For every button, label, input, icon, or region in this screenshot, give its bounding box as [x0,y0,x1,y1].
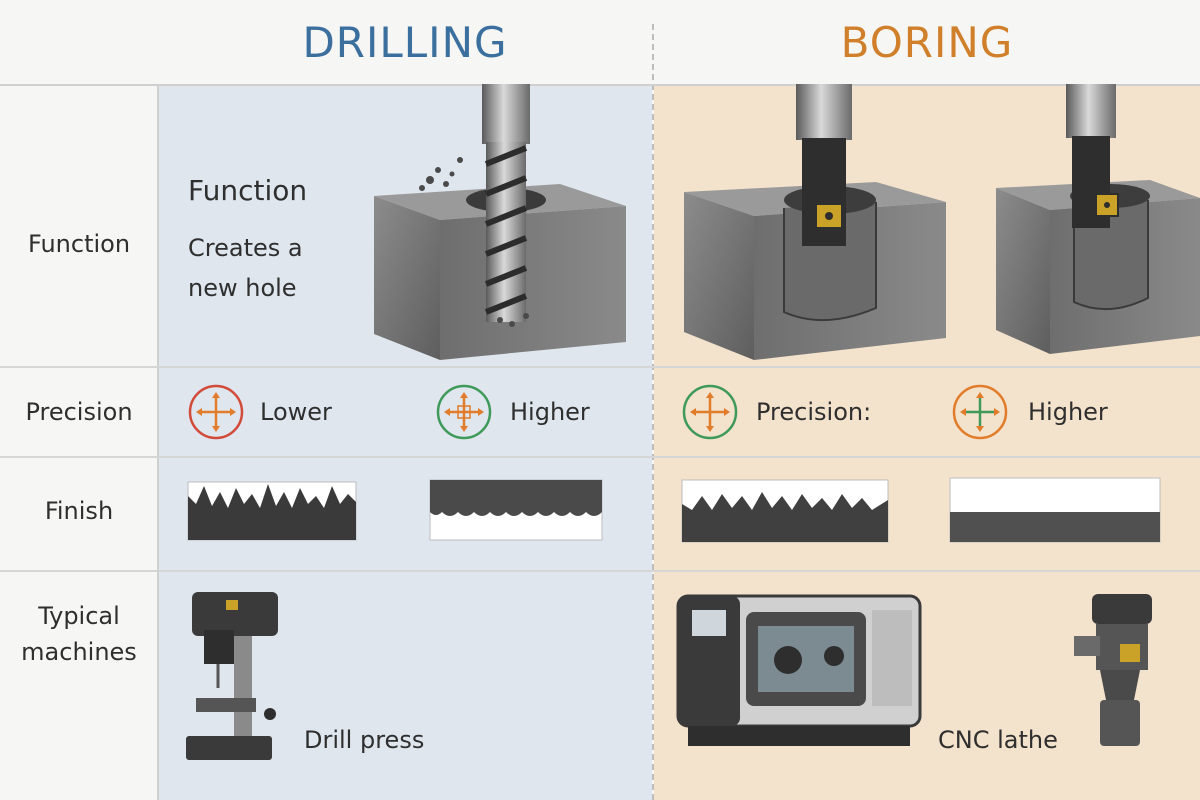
drilling-block-illustration [374,84,626,360]
cnc-lathe-icon [676,594,922,746]
boring-precision-label: Precision: [756,398,872,426]
row-label-function: Function [27,230,131,258]
row-label-finish: Finish [44,497,114,525]
precision-higher-icon [436,384,492,440]
boring-machine-label: CNC lathe [938,726,1058,754]
column-divider [652,24,654,800]
drilling-header: DRILLING [302,18,508,67]
drilling-function-title: Function [188,174,308,207]
drilling-precision-higher: Higher [510,398,590,426]
row-label-machines: Typical machines [21,602,137,666]
boring-precision-higher-icon [952,384,1008,440]
drilling-machine-label: Drill press [304,726,425,754]
row-divider [0,84,1200,86]
boring-precision-higher: Higher [1028,398,1108,426]
boring-precision-icon [682,384,738,440]
row-divider [0,366,1200,368]
row-divider [0,456,1200,458]
boring-block-illustration-left [684,84,946,360]
boring-head-icon [1074,594,1152,746]
drill-press-icon [186,592,278,760]
row-divider [0,570,1200,572]
boring-rough-finish-swatch [681,479,889,543]
boring-smooth-finish-swatch [949,477,1161,543]
drilling-rough-finish-swatch [187,481,357,541]
boring-block-illustration-right [996,84,1200,354]
drilling-smooth-finish-swatch [429,479,603,541]
row-label-precision: Precision [25,398,133,426]
drilling-function-description: Creates a new hole [188,234,303,302]
label-column-divider [157,84,159,800]
boring-header: BORING [840,18,1014,67]
drilling-precision-lower: Lower [260,398,332,426]
precision-lower-icon [188,384,244,440]
